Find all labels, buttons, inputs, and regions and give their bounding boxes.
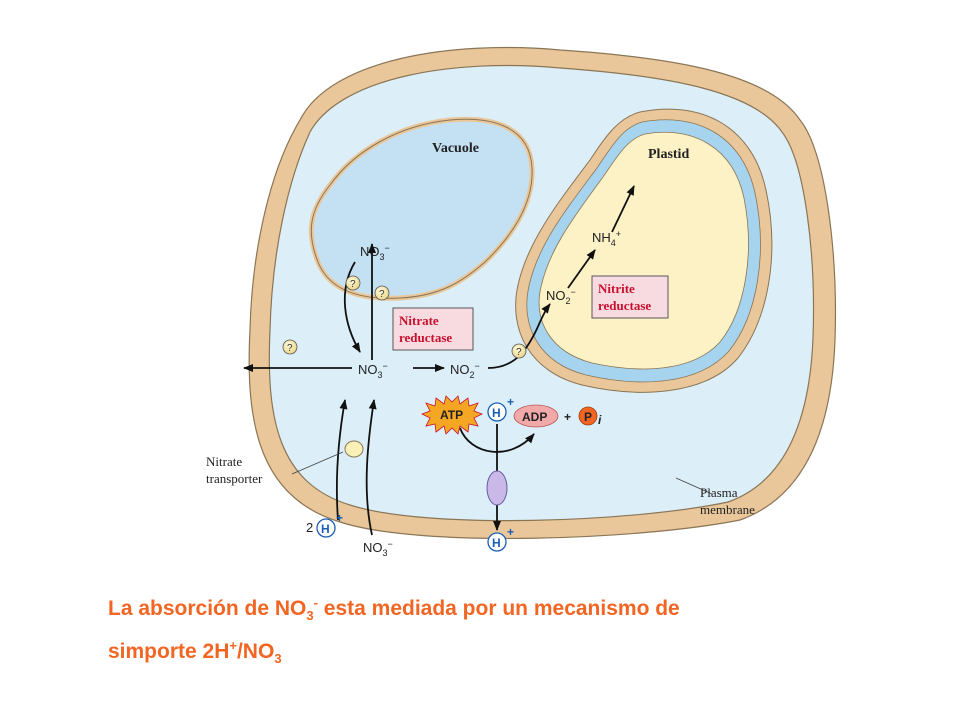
nitrate-transporter-label-1: Nitrate [206,454,242,469]
no2-plastid: NO2− [546,287,576,306]
svg-text:H: H [492,536,501,550]
nitrite-reductase-box [591,275,669,319]
svg-text:H: H [321,522,330,536]
arrow-nh4-onward [611,185,635,233]
stoich-two: 2 [306,520,313,535]
vacuole-membrane [310,118,533,299]
svg-text:+: + [507,525,514,539]
svg-text:+: + [336,511,343,525]
hplus-cytosol: H + [487,395,514,422]
no3-cytosol: NO3− [358,361,388,380]
phosphate-badge: P i [578,406,602,427]
svg-text:i: i [598,413,602,427]
nitrate-transporter-leader [291,451,344,475]
plasma-membrane-label-1: Plasma [700,485,738,500]
plus-sign: + [564,410,571,424]
vacuole-label: Vacuole [432,141,479,156]
plastid-label: Plastid [648,147,689,162]
nitrate-transporter [344,440,364,458]
plastid-stroma [538,131,749,370]
caption: La absorción de NO3- esta mediada por un… [108,595,680,667]
svg-text:?: ? [287,343,293,354]
arrow-no3-import [365,399,377,536]
arrow-h-import [335,399,348,521]
nitrate-reductase-box [392,307,474,351]
nitrate-reductase-label-2: reductase [399,330,452,345]
arrow-no2-to-nh4 [567,249,596,289]
transport-unknown-plasma: ? [282,339,298,355]
proton-pump [486,470,508,506]
svg-text:P: P [584,410,592,424]
arrow-no3-from-vacuole [343,261,361,353]
transport-unknown-plastid: ? [511,343,527,359]
adp-badge: ADP [513,404,559,428]
hplus-external-pumped: H + [487,525,514,552]
nitrite-reductase-label-2: reductase [598,298,651,313]
svg-text:ADP: ADP [522,410,547,424]
svg-text:?: ? [350,279,356,290]
hplus-external-symport: H + [316,511,343,538]
svg-text:H: H [492,406,501,420]
svg-text:?: ? [379,289,385,300]
nh4-plastid: NH4+ [592,229,621,248]
transport-unknown-vacuole-2: ? [374,285,390,301]
svg-text:+: + [507,395,514,409]
nitrate-reductase-label-1: Nitrate [399,313,439,328]
svg-text:?: ? [516,347,522,358]
no2-cytosol: NO2− [450,361,480,380]
atp-badge: ATP [421,395,483,435]
nitrite-reductase-label-1: Nitrite [598,281,635,296]
nitrate-transporter-label-2: transporter [206,471,263,486]
arrow-atp-hydrolysis [459,427,535,453]
plasma-membrane-label-2: membrane [700,502,755,517]
transport-unknown-vacuole-1: ? [345,275,361,291]
plasma-membrane-leader [675,477,713,495]
arrow-no2-into-plastid [487,303,551,369]
no3-external: NO3− [363,539,393,558]
svg-text:ATP: ATP [440,408,463,422]
